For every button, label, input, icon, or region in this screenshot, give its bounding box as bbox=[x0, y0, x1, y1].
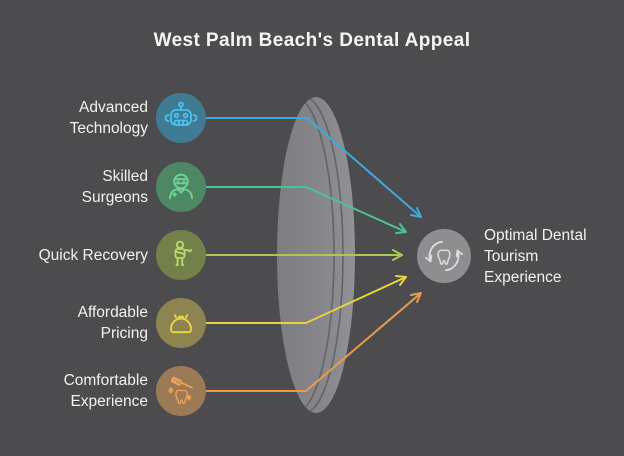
arrowhead-icon bbox=[410, 207, 422, 218]
arrowhead-icon bbox=[395, 275, 407, 286]
dental-cycle-icon bbox=[424, 240, 464, 272]
badge-skilled-surgeons bbox=[156, 162, 206, 212]
label-affordable-pricing: Affordable Pricing bbox=[77, 304, 148, 342]
arrow-skilled-surgeons bbox=[205, 186, 407, 234]
label-result: Optimal Dental Tourism Experience bbox=[484, 227, 587, 286]
arrowhead-icon bbox=[410, 292, 422, 303]
arrow-advanced-technology bbox=[205, 117, 422, 218]
arrow-comfortable-experience bbox=[205, 292, 422, 392]
tooth-brush-icon bbox=[168, 376, 193, 405]
result-node bbox=[417, 229, 471, 283]
page-title: West Palm Beach's Dental Appeal bbox=[153, 30, 471, 51]
label-quick-recovery: Quick Recovery bbox=[38, 247, 148, 264]
badge-comfortable-experience bbox=[156, 366, 206, 416]
label-comfortable-experience: Comfortable Experience bbox=[63, 372, 148, 410]
label-advanced-technology: Advanced Technology bbox=[69, 99, 148, 137]
arrow-affordable-pricing bbox=[205, 275, 407, 324]
purse-icon bbox=[170, 314, 192, 334]
surgeon-icon bbox=[169, 173, 193, 200]
robot-icon bbox=[164, 101, 198, 126]
arrowhead-icon bbox=[395, 223, 407, 234]
arrow-quick-recovery bbox=[205, 249, 403, 261]
badge-quick-recovery bbox=[156, 230, 206, 280]
badge-advanced-technology bbox=[156, 93, 206, 143]
label-skilled-surgeons: Skilled Surgeons bbox=[81, 168, 148, 206]
badge-affordable-pricing bbox=[156, 298, 206, 348]
recovering-person-icon bbox=[174, 240, 193, 266]
arrowhead-icon bbox=[392, 249, 403, 261]
